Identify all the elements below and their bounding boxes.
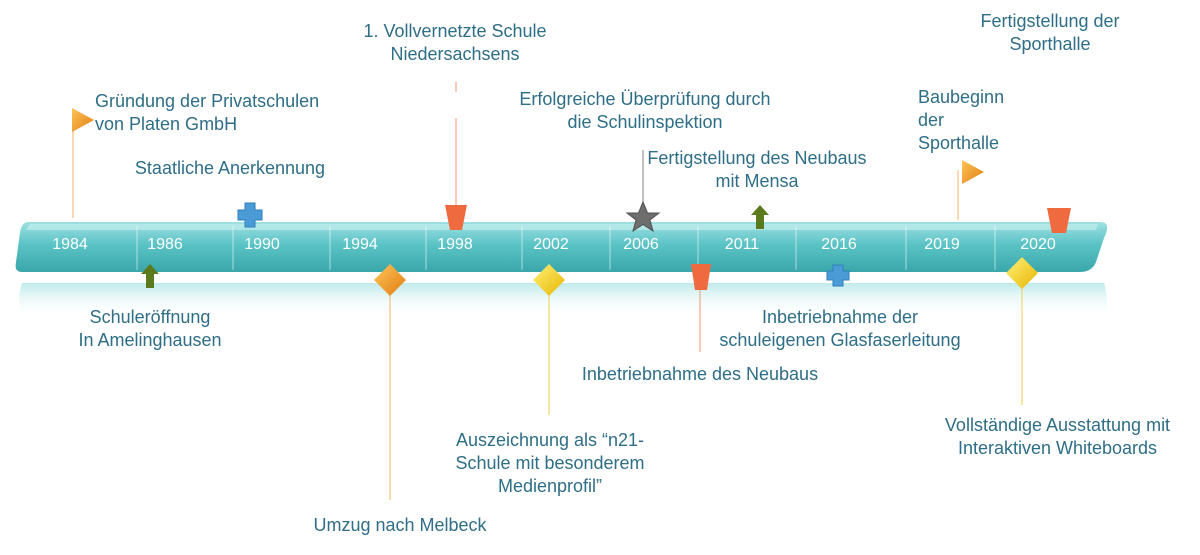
event-label-auszeichnung: Auszeichnung als “n21- Schule mit besond…: [455, 430, 645, 496]
event-label-ueberpruefung: Erfolgreiche Überprüfung durch die Schul…: [519, 89, 771, 132]
star-icon: [625, 200, 661, 233]
cup-icon: [1047, 208, 1071, 233]
event-label-umzug: Umzug nach Melbeck: [313, 515, 487, 535]
arrow-up-icon: [141, 264, 159, 288]
flag-icon: [962, 160, 984, 184]
event-label-gruendung: Gründung der Privatschulen von Platen Gm…: [95, 91, 320, 134]
year-label: 2016: [821, 236, 857, 253]
year-label: 1984: [52, 236, 88, 253]
event-label-neubau-mensa: Fertigstellung des Neubaus mit Mensa: [647, 148, 867, 191]
event-label-glasfaser: Inbetriebnahme der schuleigenen Glasfase…: [719, 307, 961, 350]
plus-icon: [826, 264, 850, 287]
year-label: 1994: [342, 236, 378, 253]
event-label-anerkennung: Staatliche Anerkennung: [134, 158, 326, 178]
year-label: 2002: [533, 236, 569, 253]
year-label: 1998: [437, 236, 473, 253]
year-label: 1986: [147, 236, 183, 253]
arrow-up-icon: [751, 205, 769, 229]
year-label: 1990: [244, 236, 280, 253]
diamond-icon: [374, 264, 406, 296]
flag-icon: [72, 108, 94, 132]
cup-icon: [445, 205, 467, 230]
year-label: 2020: [1020, 236, 1056, 253]
connector-lines: [72, 82, 1023, 500]
event-label-schuleroeffnung: Schuleröffnung In Amelinghausen: [78, 307, 222, 350]
cup-icon: [691, 264, 711, 290]
event-label-vollvernetzt: 1. Vollvernetzte Schule Niedersachsens: [363, 21, 547, 64]
year-label: 2006: [623, 236, 659, 253]
event-label-whiteboards: Vollständige Ausstattung mit Interaktive…: [944, 415, 1171, 458]
year-separators: [136, 226, 996, 270]
event-label-sporthalle-fertig: Fertigstellung der Sporthalle: [980, 11, 1120, 54]
timeline-band: [15, 222, 1108, 272]
plus-icon: [237, 202, 263, 228]
year-label: 2011: [724, 236, 760, 253]
event-label-baubeginn: Baubeginn der Sporthalle: [918, 87, 1005, 153]
diamond-icon: [1006, 257, 1038, 289]
band-reflection: [19, 283, 1107, 318]
event-label-inbetrieb-neubau: Inbetriebnahme des Neubaus: [581, 364, 819, 384]
year-label: 2019: [924, 236, 960, 253]
diamond-icon: [533, 264, 565, 296]
